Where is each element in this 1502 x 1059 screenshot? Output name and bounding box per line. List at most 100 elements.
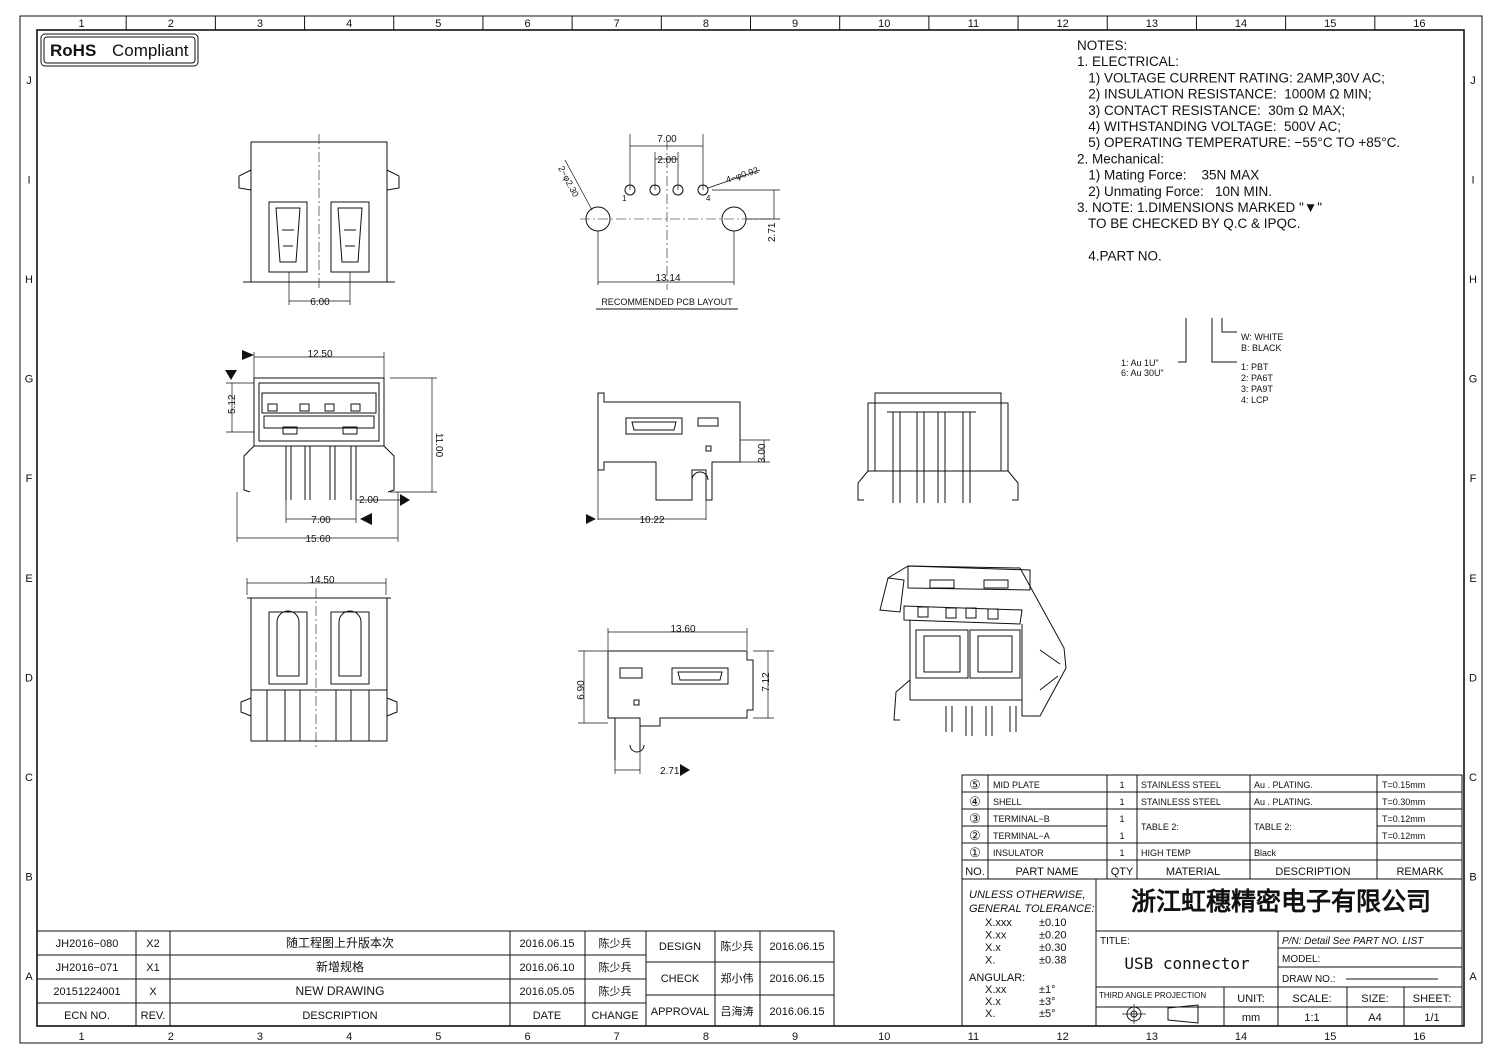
note-line: 1. ELECTRICAL:: [1077, 54, 1179, 69]
dim-bottom-width: 14.50: [309, 575, 334, 586]
bom-description: Au . PLATING.: [1254, 797, 1313, 807]
pin-1-label: 1: [622, 194, 627, 203]
row-label-left: B: [25, 872, 32, 884]
material-lcp: 4: LCP: [1241, 395, 1269, 405]
rohs-label: RoHS: [50, 41, 96, 60]
note-line: 3. NOTE: 1.DIMENSIONS MARKED "▼": [1077, 200, 1322, 215]
part-number: P/N: Detail See PART NO. LIST: [1282, 936, 1424, 947]
bom-description: Au . PLATING.: [1254, 780, 1313, 790]
scale-value: 1:1: [1304, 1012, 1319, 1024]
tolerance-format: X.xxx: [985, 917, 1012, 929]
bom-material: TABLE 2:: [1141, 822, 1179, 832]
column-label-bottom: 10: [878, 1031, 890, 1043]
row-label-left: A: [25, 971, 33, 983]
bom-material: HIGH TEMP: [1141, 848, 1191, 858]
bottom-view: 14.50: [240, 575, 398, 748]
dim-front-overall: 15.60: [305, 534, 330, 545]
column-label-top: 10: [878, 18, 890, 30]
side-view: 10.22 3.00: [586, 392, 770, 526]
revision-header-description: DESCRIPTION: [302, 1010, 377, 1022]
approval-role: APPROVAL: [651, 1006, 710, 1018]
column-label-bottom: 1: [79, 1031, 85, 1043]
row-label-right: F: [1470, 473, 1477, 485]
dim-pcb-big-hole: 2−φ2.30: [556, 164, 581, 198]
bom-qty: 1: [1119, 848, 1124, 858]
front-view: 12.50 5.12 11.00 2.00 7.00 15.60: [225, 349, 444, 545]
bom-part-name: INSULATOR: [993, 848, 1044, 858]
color-white: W: WHITE: [1241, 332, 1283, 342]
column-label-bottom: 5: [435, 1031, 441, 1043]
approval-name: 郑小伟: [721, 971, 754, 985]
column-label-bottom: 6: [524, 1031, 530, 1043]
column-label-bottom: 12: [1057, 1031, 1069, 1043]
angular-value: ±1°: [1039, 984, 1056, 996]
isometric-view: [879, 565, 1067, 736]
sheet-label: SHEET:: [1413, 993, 1452, 1005]
column-label-top: 7: [614, 18, 620, 30]
tolerance-value: ±0.10: [1039, 917, 1066, 929]
dim-side2-height-b: 7.12: [761, 672, 772, 692]
row-label-right: G: [1469, 374, 1478, 386]
column-label-bottom: 16: [1413, 1031, 1425, 1043]
column-label-top: 2: [168, 18, 174, 30]
column-label-top: 8: [703, 18, 709, 30]
revision-change: 陈少兵: [599, 936, 632, 950]
tolerance-value: ±0.30: [1039, 942, 1066, 954]
column-label-top: 3: [257, 18, 263, 30]
draw-no-label: DRAW NO.:: [1282, 974, 1336, 985]
pin-4-label: 4: [706, 194, 711, 203]
note-line: 2) INSULATION RESISTANCE: 1000M Ω MIN;: [1077, 87, 1372, 102]
tolerance-format: X.: [985, 955, 995, 967]
column-label-top: 16: [1413, 18, 1425, 30]
dim-pcb-span: 13.14: [655, 273, 680, 284]
row-label-right: A: [1469, 971, 1477, 983]
revision-change: 陈少兵: [599, 984, 632, 998]
material-pbt: 1: PBT: [1241, 362, 1269, 372]
tolerance-block: UNLESS OTHERWISE, GENERAL TOLERANCE: X.x…: [961, 878, 1097, 1027]
column-label-top: 13: [1146, 18, 1158, 30]
row-label-left: D: [25, 672, 33, 684]
dim-side2-length: 13.60: [670, 624, 695, 635]
rohs-badge: RoHS Compliant: [40, 33, 199, 67]
bom-part-name: TERMINAL−A: [993, 831, 1050, 841]
approval-date: 2016.06.15: [769, 1006, 824, 1018]
row-label-right: C: [1469, 772, 1477, 784]
column-label-top: 9: [792, 18, 798, 30]
approval-role: DESIGN: [659, 941, 701, 953]
revision-ecn: 20151224001: [53, 986, 120, 998]
bom-qty: 1: [1119, 831, 1124, 841]
tolerance-title-2: GENERAL TOLERANCE:: [969, 903, 1095, 915]
projection-label: THIRD ANGLE PROJECTION: [1099, 991, 1206, 1000]
company-name: 浙江虹穗精密电子有限公司: [1131, 887, 1431, 916]
bom-part-name: MID PLATE: [993, 780, 1040, 790]
dim-front-height: 5.12: [227, 394, 238, 414]
row-label-left: J: [26, 75, 32, 87]
size-value: A4: [1368, 1012, 1381, 1024]
part-number-key: 1: Au 1U" 6: Au 30U" W: WHITE B: BLACK 1…: [1121, 318, 1283, 405]
drawing-title: USB connector: [1124, 954, 1250, 973]
bom-header-qty: QTY: [1111, 866, 1134, 878]
column-label-top: 15: [1324, 18, 1336, 30]
row-label-right: H: [1469, 274, 1477, 286]
column-label-top: 14: [1235, 18, 1247, 30]
compliant-label: Compliant: [112, 41, 189, 60]
tolerance-value: ±0.20: [1039, 930, 1066, 942]
bom-qty: 1: [1119, 780, 1124, 790]
revision-ecn: JH2016−080: [56, 938, 119, 950]
bom-material: STAINLESS STEEL: [1141, 797, 1221, 807]
tolerance-title-1: UNLESS OTHERWISE,: [969, 889, 1086, 901]
row-label-right: B: [1469, 872, 1476, 884]
bom-remark: T=0.15mm: [1382, 780, 1425, 790]
material-pa6t: 2: PA6T: [1241, 373, 1273, 383]
note-line: NOTES:: [1077, 38, 1127, 53]
approval-role: CHECK: [661, 973, 700, 985]
row-label-right: E: [1469, 573, 1476, 585]
dim-side-height: 3.00: [757, 443, 768, 463]
plating-6: 6: Au 30U": [1121, 368, 1164, 378]
sheet-value: 1/1: [1424, 1012, 1439, 1024]
pcb-layout: 7.00 2.00 1 4 4−φ0.92 2−φ2.30 13.14 2.71…: [556, 134, 780, 310]
note-line: 4.PART NO.: [1077, 249, 1162, 264]
approval-name: 吕海涛: [721, 1004, 754, 1018]
